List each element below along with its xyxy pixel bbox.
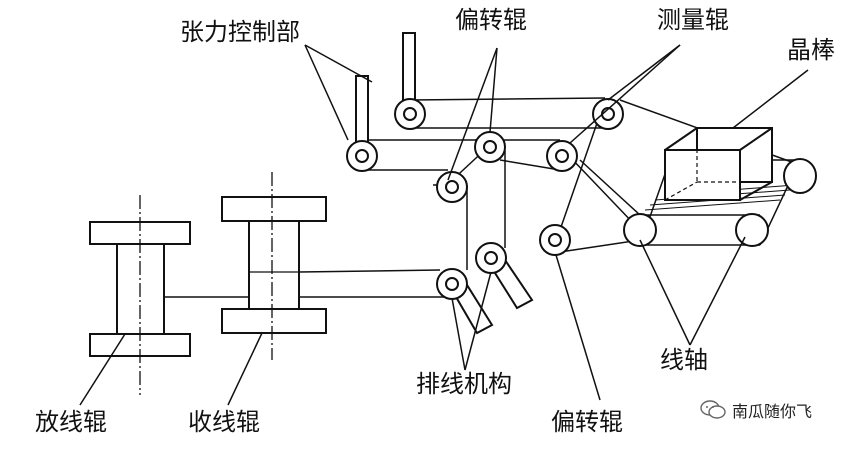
- tension-roller-top: [394, 98, 426, 130]
- deflection-roller-b: [436, 171, 468, 203]
- rollers: [346, 98, 624, 256]
- watermark-text: 南瓜随你飞: [732, 402, 813, 421]
- watermark: 南瓜随你飞: [700, 398, 812, 422]
- label-tension-control: 张力控制部: [180, 18, 300, 46]
- label-crystal-rod: 晶棒: [787, 36, 835, 64]
- leader-lines: [79, 44, 809, 406]
- label-deflection-roller-bottom: 偏转辊: [551, 408, 623, 436]
- tension-control-arms: [355, 32, 416, 147]
- label-pay-off-spool: 放线辊: [35, 408, 107, 436]
- label-measuring-roller: 测量辊: [657, 6, 729, 34]
- label-wire-shaft: 线轴: [660, 346, 708, 374]
- label-traverse-mechanism: 排线机构: [416, 370, 512, 398]
- label-deflection-roller-top: 偏转辊: [455, 6, 527, 34]
- deflection-roller-a: [474, 131, 506, 163]
- take-up-spool: [221, 172, 327, 360]
- label-take-up-spool: 收线辊: [188, 408, 260, 436]
- measuring-roller-a: [592, 98, 624, 130]
- crystal-rod: [664, 127, 773, 201]
- tension-roller-left: [346, 140, 378, 172]
- pay-off-spool: [89, 195, 191, 395]
- measuring-roller-b: [546, 140, 578, 172]
- wechat-icon: [700, 400, 726, 419]
- traverse-mechanism: [436, 242, 534, 335]
- deflection-roller-bottom: [539, 224, 571, 256]
